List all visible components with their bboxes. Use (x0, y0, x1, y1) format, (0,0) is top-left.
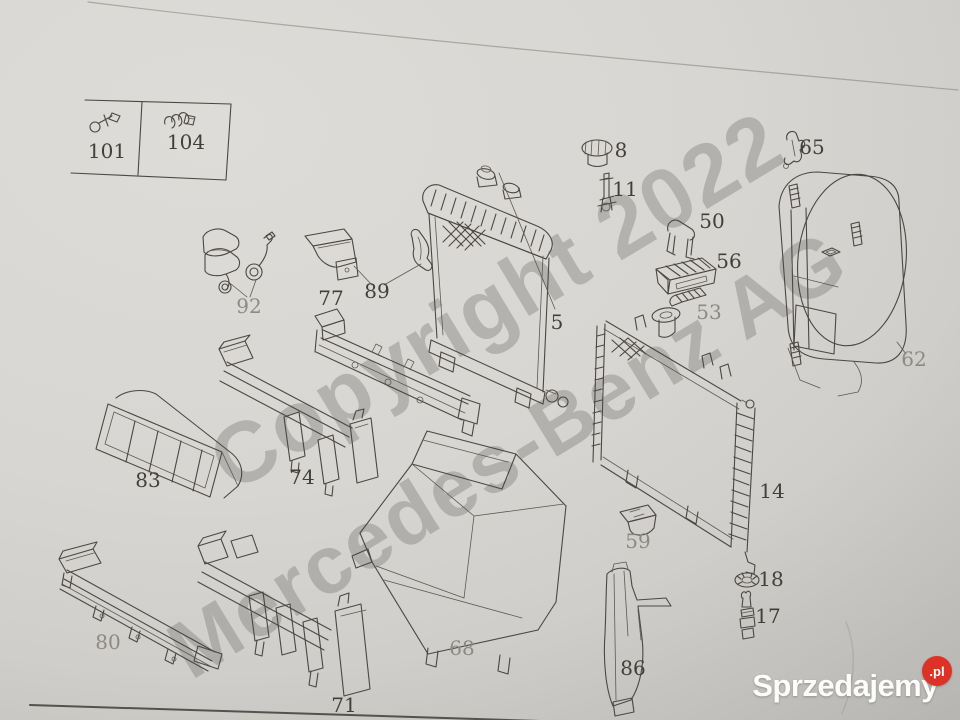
label-68: 68 (449, 636, 474, 660)
part-50-clip (666, 219, 696, 260)
label-8: 8 (615, 138, 628, 162)
label-17: 17 (755, 604, 780, 628)
part-74-duct (218, 334, 379, 497)
part-65-clip (783, 130, 806, 169)
label-50: 50 (699, 209, 724, 233)
label-89: 89 (364, 279, 389, 303)
part-17-drain-cock (739, 590, 756, 640)
part-92-mounts (202, 228, 276, 298)
label-56: 56 (716, 249, 741, 273)
label-62: 62 (901, 347, 926, 371)
expansion-rivet-icon (89, 112, 121, 133)
part-83-air-duct (95, 389, 243, 499)
coil-screw-icon (164, 112, 196, 129)
part-71-duct (197, 530, 371, 697)
part-68-air-box (351, 430, 567, 675)
label-104: 104 (167, 130, 205, 154)
part-18-grommet (734, 572, 760, 588)
part-11-valve (597, 172, 617, 213)
part-56-bracket (655, 257, 717, 295)
label-53: 53 (696, 300, 721, 324)
condenser-hatch (611, 337, 647, 361)
label-83: 83 (135, 468, 160, 492)
label-74: 74 (289, 465, 314, 489)
label-86: 86 (620, 656, 645, 680)
label-18: 18 (758, 567, 783, 591)
condenser-left-ribs (591, 333, 606, 447)
part-53-mount (651, 287, 707, 338)
part-80-crossmember (58, 541, 223, 672)
sheet-border-line (29, 704, 541, 720)
legend-box (70, 99, 232, 181)
part-77-crossmember (314, 308, 481, 437)
paper-crease-lines (87, 1, 959, 715)
label-101: 101 (88, 139, 126, 163)
part-8-cap (581, 139, 613, 168)
part-5-radiator (422, 165, 569, 409)
label-65: 65 (799, 135, 824, 159)
part-86-baffle (603, 561, 672, 717)
part-14-condenser (591, 314, 756, 575)
condenser-right-ribs (728, 412, 755, 541)
label-92: 92 (236, 294, 261, 318)
label-14: 14 (759, 479, 784, 503)
part-62-fan-shroud (778, 171, 908, 397)
label-11: 11 (612, 177, 637, 201)
label-71: 71 (331, 693, 356, 717)
radiator-core-hatch (442, 221, 486, 251)
part-number-labels: 101 104 92 77 89 5 8 11 50 56 53 65 62 1… (88, 130, 927, 717)
label-80: 80 (95, 630, 120, 654)
label-5: 5 (551, 310, 564, 334)
part-59-mount (619, 504, 657, 536)
radiator-tank-ribs (430, 189, 545, 252)
part-89-bracket (304, 228, 433, 286)
label-59: 59 (625, 529, 650, 553)
label-77: 77 (318, 286, 343, 310)
